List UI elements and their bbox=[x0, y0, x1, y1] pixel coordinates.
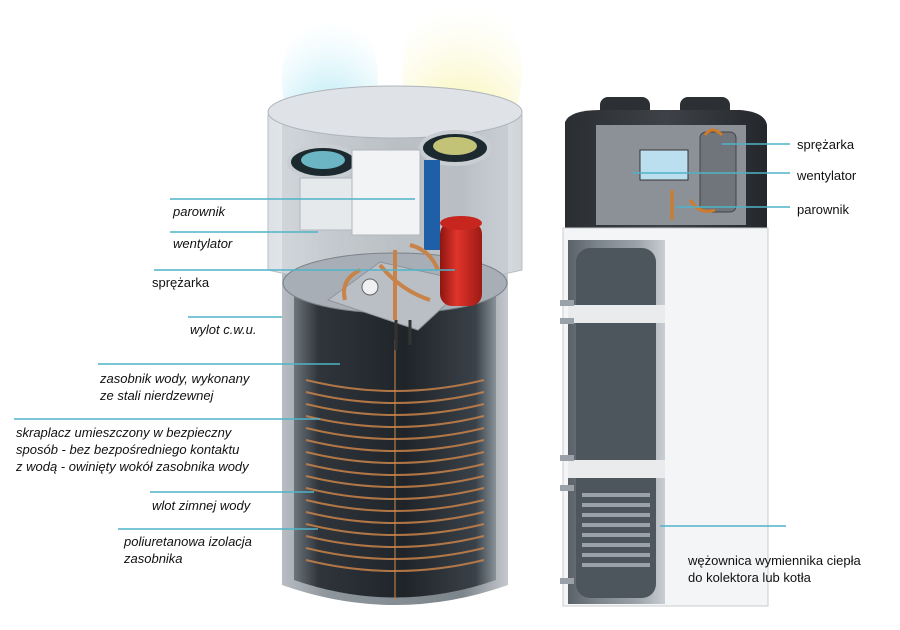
tank-band-upper bbox=[568, 305, 665, 323]
label-izolacja-left: poliuretanowa izolacja zasobnika bbox=[124, 533, 252, 567]
compressor-top bbox=[440, 216, 482, 230]
label-wlot-left: wlot zimnej wody bbox=[152, 497, 250, 514]
left-heat-pump-illustration bbox=[268, 0, 522, 605]
label-wentylator-left: wentylator bbox=[173, 235, 232, 252]
fan-blue-panel bbox=[424, 160, 440, 250]
label-zasobnik-left: zasobnik wody, wykonany ze stali nierdze… bbox=[100, 370, 249, 404]
fan-box bbox=[352, 150, 420, 235]
air-outlet-glow bbox=[433, 137, 477, 155]
tank-band-lower bbox=[568, 460, 665, 478]
label-wentylator-right: wentylator bbox=[797, 167, 856, 184]
compressor-red bbox=[440, 222, 482, 306]
label-skraplacz-left: skraplacz umieszczony w bezpieczny sposó… bbox=[16, 424, 249, 475]
air-inlet-glow bbox=[301, 151, 345, 169]
label-sprezarka-right: sprężarka bbox=[797, 136, 854, 153]
pressure-gauge bbox=[362, 279, 378, 295]
cylinder-top-cap bbox=[268, 86, 522, 138]
label-parownik-right: parownik bbox=[797, 201, 849, 218]
label-sprezarka-left: sprężarka bbox=[152, 274, 209, 291]
label-wezownica-right: wężownica wymiennika ciepła do kolektora… bbox=[688, 552, 861, 586]
label-parownik-left: parownik bbox=[173, 203, 225, 220]
label-wylot-left: wylot c.w.u. bbox=[190, 321, 256, 338]
control-panel bbox=[640, 150, 688, 180]
